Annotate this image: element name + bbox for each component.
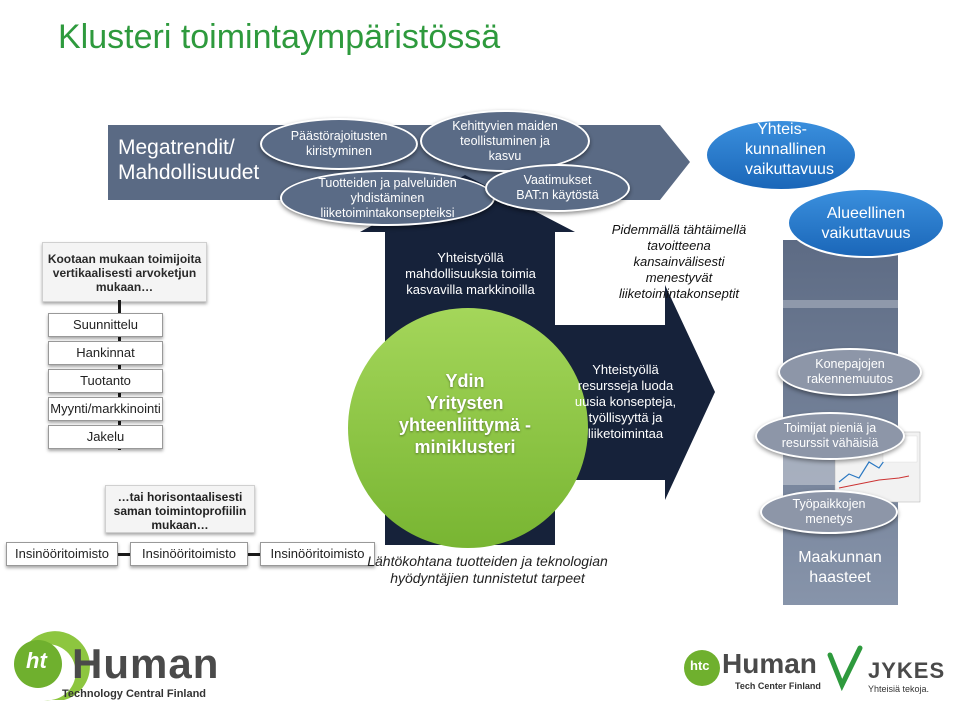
insinooritoimisto-2: Insinööritoimisto xyxy=(130,542,248,566)
megatrends-line1: Megatrendit/ xyxy=(118,136,235,159)
long-term-goal: Pidemmällä tähtäimellä tavoitteena kansa… xyxy=(611,222,747,301)
ins-connector-2 xyxy=(248,553,260,556)
core-line2: Yritysten xyxy=(426,393,504,413)
impact-right-arrow xyxy=(545,285,715,500)
human-right-subtext: Tech Center Finland xyxy=(735,681,821,691)
alueellinen-label: Alueellinen vaikuttavuus xyxy=(821,205,911,242)
htc-mark-text: htc xyxy=(690,658,710,673)
step-hankinnat: Hankinnat xyxy=(48,341,163,365)
maakunnan-label: Maakunnan haasteet xyxy=(798,549,882,586)
core-line4: miniklusteri xyxy=(414,437,516,457)
jykes-text: JYKES xyxy=(868,658,946,683)
step-myynti: Myynti/markkinointi xyxy=(48,397,163,421)
tuotteiden-oval: Tuotteiden ja palveluiden yhdistäminen l… xyxy=(280,170,495,226)
ins-connector-1 xyxy=(118,553,130,556)
human-right-text: Human xyxy=(722,648,817,679)
up-arrow-text: Yhteistyöllä mahdollisuuksia toimia kasv… xyxy=(405,250,536,297)
horizontal-note: …tai horisontaalisesti saman toimintopro… xyxy=(105,485,255,533)
paastorajoitusten-oval: Päästörajoitusten kiristyminen xyxy=(260,118,418,170)
human-logo-subtext: Technology Central Finland xyxy=(62,688,207,700)
tuotteiden-text: Tuotteiden ja palveluiden yhdistäminen l… xyxy=(318,175,457,220)
step-suunnittelu: Suunnittelu xyxy=(48,313,163,337)
core-line1: Ydin xyxy=(445,371,485,391)
insinooritoimisto-1: Insinööritoimisto xyxy=(6,542,118,566)
yhteiskunnallinen-label: Yhteis-kunnallinen vaikuttavuus xyxy=(745,121,834,178)
htc-logo xyxy=(684,650,720,686)
step-jakelu: Jakelu xyxy=(48,425,163,449)
tyopaikkojen-text: Työpaikkojen menetys xyxy=(792,497,866,526)
vaatimukset-oval: Vaatimukset BAT:n käytöstä xyxy=(485,164,630,212)
alueellinen-oval xyxy=(787,188,945,258)
kehittyvien-oval: Kehittyvien maiden teollistuminen ja kas… xyxy=(420,110,590,172)
core-circle xyxy=(348,308,588,548)
megatrends-line2: Mahdollisuudet xyxy=(118,161,260,184)
jykes-subtext: Yhteisiä tekoja. xyxy=(868,684,930,694)
konepajojen-pill: Konepajojen rakennemuutos xyxy=(778,348,922,396)
ht-mark-text: ht xyxy=(26,648,47,673)
human-logo-left xyxy=(14,631,90,701)
insinooritoimisto-3: Insinööritoimisto xyxy=(260,542,375,566)
step-tuotanto: Tuotanto xyxy=(48,369,163,393)
megatrends-label: Megatrendit/ Mahdollisuudet xyxy=(108,125,270,200)
page-title: Klusteri toimintaympäristössä xyxy=(58,18,501,56)
yhteiskunnallinen-oval xyxy=(705,119,857,191)
vertical-chain-note: Kootaan mukaan toimijoita vertikaalisest… xyxy=(42,242,207,302)
toimijat-pill: Toimijat pieniä ja resurssit vähäisiä xyxy=(755,412,905,460)
paastorajoitusten-text: Päästörajoitusten kiristyminen xyxy=(290,129,388,158)
toimijat-text: Toimijat pieniä ja resurssit vähäisiä xyxy=(781,421,879,450)
core-text: Ydin Yritysten yhteenliittymä - miniklus… xyxy=(385,370,545,458)
tyopaikkojen-pill: Työpaikkojen menetys xyxy=(760,490,898,534)
jykes-mark xyxy=(827,645,863,692)
core-line3: yhteenliittymä - xyxy=(398,415,532,435)
vaatimukset-text: Vaatimukset BAT:n käytöstä xyxy=(516,173,599,202)
konepajojen-text: Konepajojen rakennemuutos xyxy=(806,357,894,386)
human-logo-text: Human xyxy=(72,640,220,687)
right-arrow-text: Yhteistyöllä resursseja luoda uusia kons… xyxy=(574,362,677,441)
start-point-note: Lähtökohtana tuotteiden ja teknologian h… xyxy=(367,553,608,586)
kehittyvien-text: Kehittyvien maiden teollistuminen ja kas… xyxy=(452,118,558,163)
